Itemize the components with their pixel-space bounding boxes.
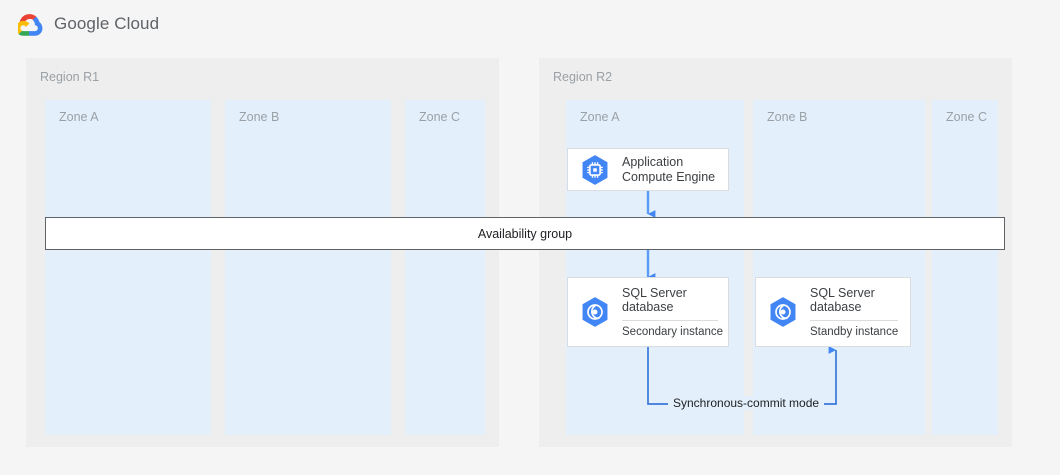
card-application-subtitle: Compute Engine [622, 169, 716, 184]
card-secondary-database[interactable]: SQL Server database Secondary instance [567, 277, 729, 347]
region-r1-zone-b: Zone B [225, 100, 391, 435]
card-standby-database-title: SQL Server database [810, 285, 875, 315]
region-r2-label: Region R2 [553, 70, 613, 84]
region-r1-zone-a-label: Zone A [59, 110, 99, 124]
region-r2-zone-a-label: Zone A [580, 110, 620, 124]
card-secondary-database-body: SQL Server database Secondary instance [622, 285, 724, 339]
card-standby-database-body: SQL Server database Standby instance [810, 285, 899, 339]
region-r1-zone-c-label: Zone C [419, 110, 460, 124]
card-secondary-database-subtitle: Secondary instance [622, 325, 724, 338]
card-secondary-database-title: SQL Server database [622, 285, 687, 315]
card-standby-database-subtitle: Standby instance [810, 325, 899, 338]
availability-group-label: Availability group [477, 226, 573, 241]
card-application-title: Application [622, 155, 684, 169]
card-application[interactable]: Application Compute Engine [567, 148, 729, 191]
region-r1-zone-b-label: Zone B [239, 110, 280, 124]
sql-server-database-icon [770, 297, 796, 327]
synchronous-commit-mode-label: Synchronous-commit mode [668, 396, 825, 410]
region-r2-zone-c: Zone C [932, 100, 998, 435]
region-r1-zone-c: Zone C [405, 100, 485, 435]
brand-name: Google Cloud [54, 14, 160, 33]
google-cloud-logo-icon [18, 14, 43, 36]
card-application-body: Application Compute Engine [622, 155, 715, 184]
card-standby-database[interactable]: SQL Server database Standby instance [755, 277, 911, 347]
region-r2-zone-b-label: Zone B [767, 110, 808, 124]
brand-bar: Google Cloud [0, 0, 1060, 48]
region-r2-zone-c-label: Zone C [946, 110, 987, 124]
card-secondary-database-divider: Secondary instance [622, 319, 724, 339]
compute-engine-icon [582, 154, 608, 185]
region-r2-zone-b: Zone B [753, 100, 925, 435]
sql-server-database-icon [582, 297, 608, 327]
card-standby-database-divider: Standby instance [810, 319, 899, 339]
region-r1-zone-a: Zone A [45, 100, 211, 435]
region-r1-label: Region R1 [40, 70, 100, 84]
availability-group-bar[interactable]: Availability group [45, 217, 1005, 250]
